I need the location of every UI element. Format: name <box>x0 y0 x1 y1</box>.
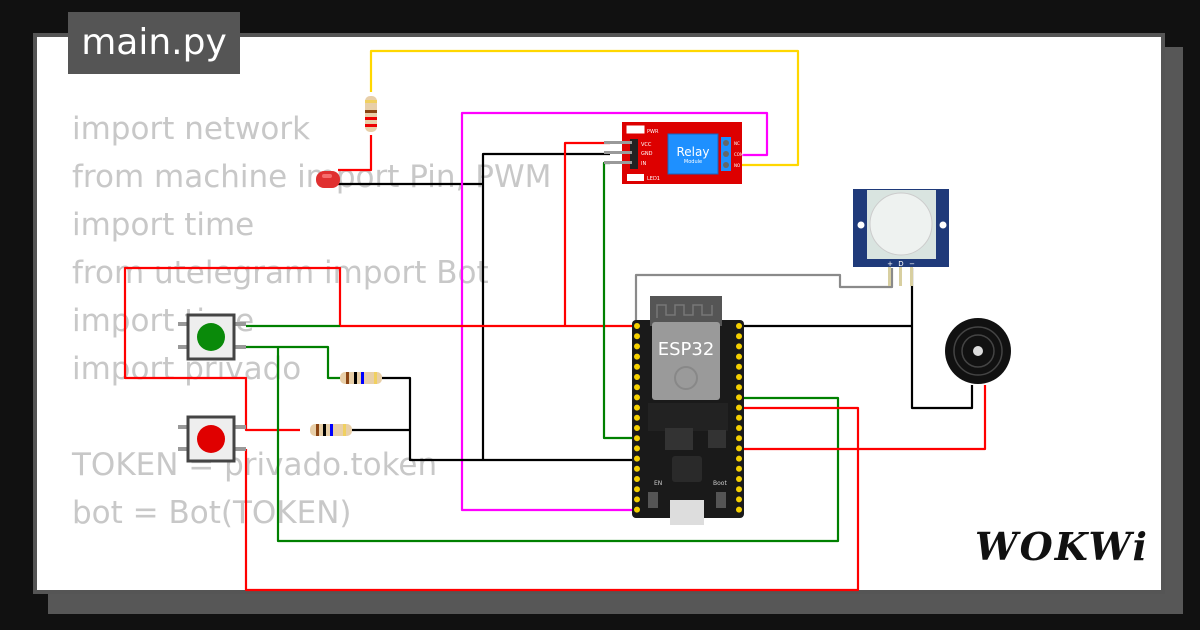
esp32-pin-right[interactable] <box>736 323 742 329</box>
esp32-pin-left[interactable] <box>634 506 640 513</box>
wire-black-gnd <box>352 376 636 462</box>
esp32-pin-right[interactable] <box>736 394 742 401</box>
en-label: EN <box>654 480 662 487</box>
buzzer[interactable] <box>945 318 1011 384</box>
wire-gray-pir <box>634 268 894 326</box>
code-line: bot = Bot(TOKEN) <box>72 495 352 531</box>
pir-pin-data: D <box>898 260 903 268</box>
wire-red-button2 <box>244 406 860 592</box>
esp32-pin-right[interactable] <box>736 455 742 462</box>
esp32-pin-right[interactable] <box>736 496 742 503</box>
esp32-pin-left[interactable] <box>634 486 640 493</box>
esp32-pin-right[interactable] <box>736 465 742 472</box>
esp32-pin-right[interactable] <box>736 414 742 421</box>
esp32-pin-left[interactable] <box>634 496 640 503</box>
esp32-pin-right[interactable] <box>736 425 742 431</box>
esp32-pin-right[interactable] <box>736 384 742 391</box>
file-tab[interactable]: main.py <box>68 12 240 74</box>
esp32-pin-left[interactable] <box>634 353 640 360</box>
esp32-pin-right[interactable] <box>736 374 742 380</box>
wire-magenta <box>460 111 769 512</box>
esp32-pins <box>634 323 742 513</box>
esp32-pin-left[interactable] <box>634 455 640 462</box>
espressif-logo-icon <box>674 366 698 390</box>
preview-card: import network from machine import Pin, P… <box>33 33 1165 594</box>
esp32-pin-left[interactable] <box>634 465 640 472</box>
boot-button[interactable] <box>716 492 726 508</box>
relay-terminal-com: COM <box>734 152 744 157</box>
esp32-pin-right[interactable] <box>736 506 742 513</box>
relay-pwr-label: PWR <box>647 129 659 135</box>
relay-led-label: LED1 <box>647 176 660 182</box>
resistor-button2[interactable] <box>310 424 352 436</box>
code-line: import network <box>72 111 311 147</box>
relay-terminal-nc: NC <box>734 141 740 146</box>
pir-sensor[interactable]: + D − <box>853 189 949 286</box>
relay-title: Relay <box>677 145 710 159</box>
pir-pin-gnd: − <box>909 260 915 268</box>
wires <box>123 49 987 592</box>
esp32-pin-left[interactable] <box>634 435 640 442</box>
pushbutton-red[interactable] <box>178 415 246 463</box>
resistor-led[interactable] <box>365 96 377 132</box>
wire-green-button1-b <box>246 345 840 543</box>
esp32-pin-right[interactable] <box>736 435 742 442</box>
wire-yellow <box>369 49 800 167</box>
esp32-label: ESP32 <box>658 339 715 360</box>
relay-pin-vcc: VCC <box>641 142 652 148</box>
relay-module[interactable]: Relay Module PWR LED1 VCC GND IN NC COM … <box>604 122 744 184</box>
boot-label: Boot <box>713 480 727 487</box>
esp32-pin-right[interactable] <box>736 445 742 452</box>
wire-red-led <box>338 135 373 172</box>
esp32-board[interactable]: ESP32 EN Boot <box>632 296 744 525</box>
wire-black-led <box>338 152 610 460</box>
esp32-pin-left[interactable] <box>634 384 640 391</box>
wire-black-pir <box>740 268 974 410</box>
esp32-pin-right[interactable] <box>736 343 742 350</box>
esp32-pin-left[interactable] <box>634 404 640 411</box>
esp32-pin-right[interactable] <box>736 353 742 360</box>
esp32-pin-left[interactable] <box>634 323 640 329</box>
esp32-pin-right[interactable] <box>736 404 742 411</box>
usb-port <box>670 500 704 525</box>
esp32-pin-left[interactable] <box>634 394 640 401</box>
esp32-pin-right[interactable] <box>736 476 742 482</box>
code-preview: import network from machine import Pin, P… <box>72 105 551 537</box>
esp32-pin-right[interactable] <box>736 333 742 340</box>
esp32-pin-left[interactable] <box>634 374 640 380</box>
esp32-pin-right[interactable] <box>736 486 742 493</box>
resistor-button1[interactable] <box>340 372 382 384</box>
esp32-pin-left[interactable] <box>634 425 640 431</box>
relay-pin-in: IN <box>641 161 646 167</box>
code-line: import time <box>72 207 255 243</box>
wokwi-logo: WOKWi <box>975 524 1149 569</box>
led-red[interactable] <box>316 171 340 188</box>
esp32-pin-right[interactable] <box>736 363 742 370</box>
wire-red-3v3 <box>123 266 636 432</box>
code-line: TOKEN = privado.token <box>72 447 438 483</box>
esp32-pin-left[interactable] <box>634 414 640 421</box>
relay-terminal-no: NO <box>734 163 740 168</box>
pir-pin-vcc: + <box>887 260 893 268</box>
code-line: from machine import Pin, PWM <box>72 159 552 195</box>
esp32-pin-left[interactable] <box>634 445 640 452</box>
relay-pin-gnd: GND <box>641 151 653 157</box>
wire-red-buzzer <box>740 385 987 451</box>
wire-green-relay-in <box>602 161 636 440</box>
esp32-pin-left[interactable] <box>634 343 640 350</box>
relay-subtitle: Module <box>684 159 702 165</box>
esp32-pin-left[interactable] <box>634 333 640 340</box>
pushbutton-green[interactable] <box>178 313 246 361</box>
code-line: import time <box>72 303 255 339</box>
esp32-pin-left[interactable] <box>634 363 640 370</box>
esp32-pin-left[interactable] <box>634 476 640 482</box>
en-button[interactable] <box>648 492 658 508</box>
wire-red-relay-vcc <box>563 141 610 326</box>
